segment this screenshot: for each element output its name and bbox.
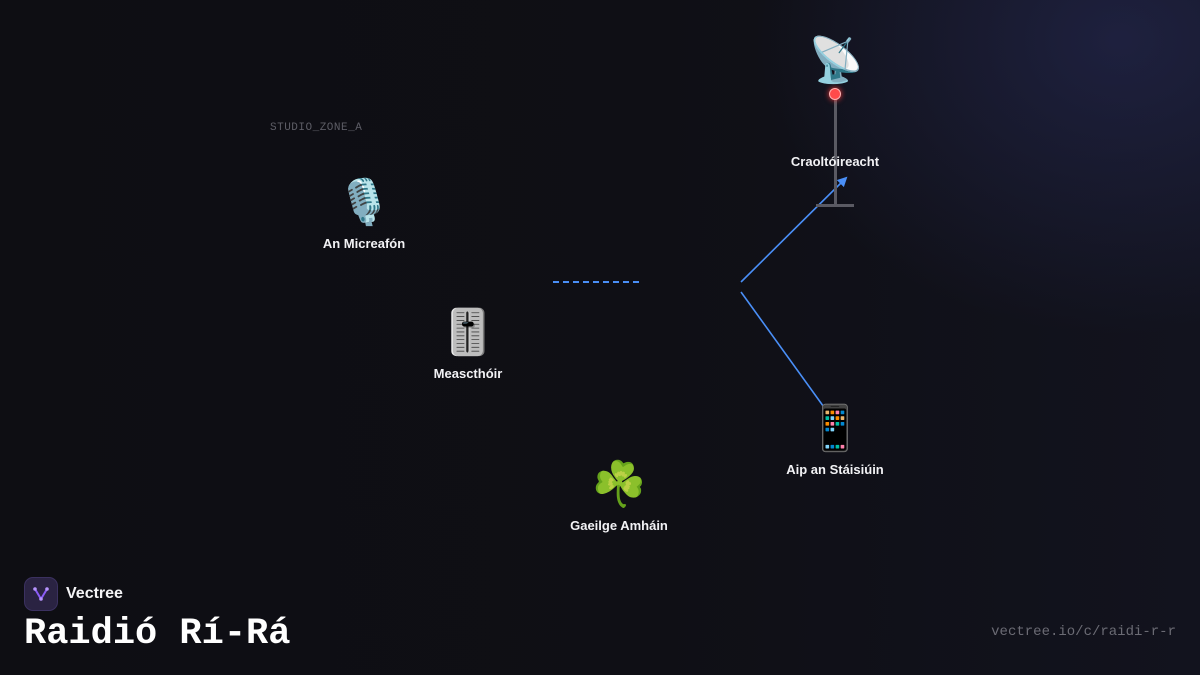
node-label-microphone: An Micreafón bbox=[322, 236, 406, 251]
zone-label: STUDIO_ZONE_A bbox=[270, 122, 363, 134]
satellite-antenna-icon: 📡 bbox=[808, 35, 864, 86]
brand[interactable]: Vectree bbox=[24, 577, 123, 611]
tower-mast bbox=[834, 96, 837, 204]
node-label-station-app: Aip an Stáisiúin bbox=[786, 462, 884, 477]
link-to-app bbox=[740, 291, 827, 411]
microphone-icon: 🎙️ bbox=[336, 177, 392, 228]
shamrock-icon: ☘️ bbox=[591, 459, 647, 510]
node-irish-only[interactable]: ☘️ Gaeilge Amháin bbox=[539, 459, 699, 534]
link-to-tower bbox=[740, 176, 848, 283]
vectree-logo-icon bbox=[24, 577, 58, 611]
page-url[interactable]: vectree.io/c/raidi-r-r bbox=[991, 624, 1176, 640]
node-label-irish-only: Gaeilge Amháin bbox=[570, 518, 668, 533]
node-station-app[interactable]: 📱 Aip an Stáisiúin bbox=[755, 403, 915, 478]
node-microphone[interactable]: 🎙️ An Micreafón bbox=[284, 177, 444, 252]
node-broadcast[interactable]: Craoltóireacht bbox=[755, 154, 915, 169]
page-title: Raidió Rí-Rá bbox=[24, 613, 291, 655]
tower-base bbox=[816, 204, 854, 207]
node-label-mixer: Meascthóir bbox=[433, 366, 503, 381]
node-label-broadcast: Craoltóireacht bbox=[790, 154, 880, 169]
broadcast-tower-graphic: 📡 bbox=[808, 36, 864, 212]
beacon-light-icon bbox=[829, 88, 841, 100]
brand-name: Vectree bbox=[66, 585, 123, 602]
node-mixer[interactable]: 🎚️ Meascthóir bbox=[388, 307, 548, 382]
level-slider-icon: 🎚️ bbox=[440, 307, 496, 358]
mobile-phone-icon: 📱 bbox=[807, 403, 863, 454]
